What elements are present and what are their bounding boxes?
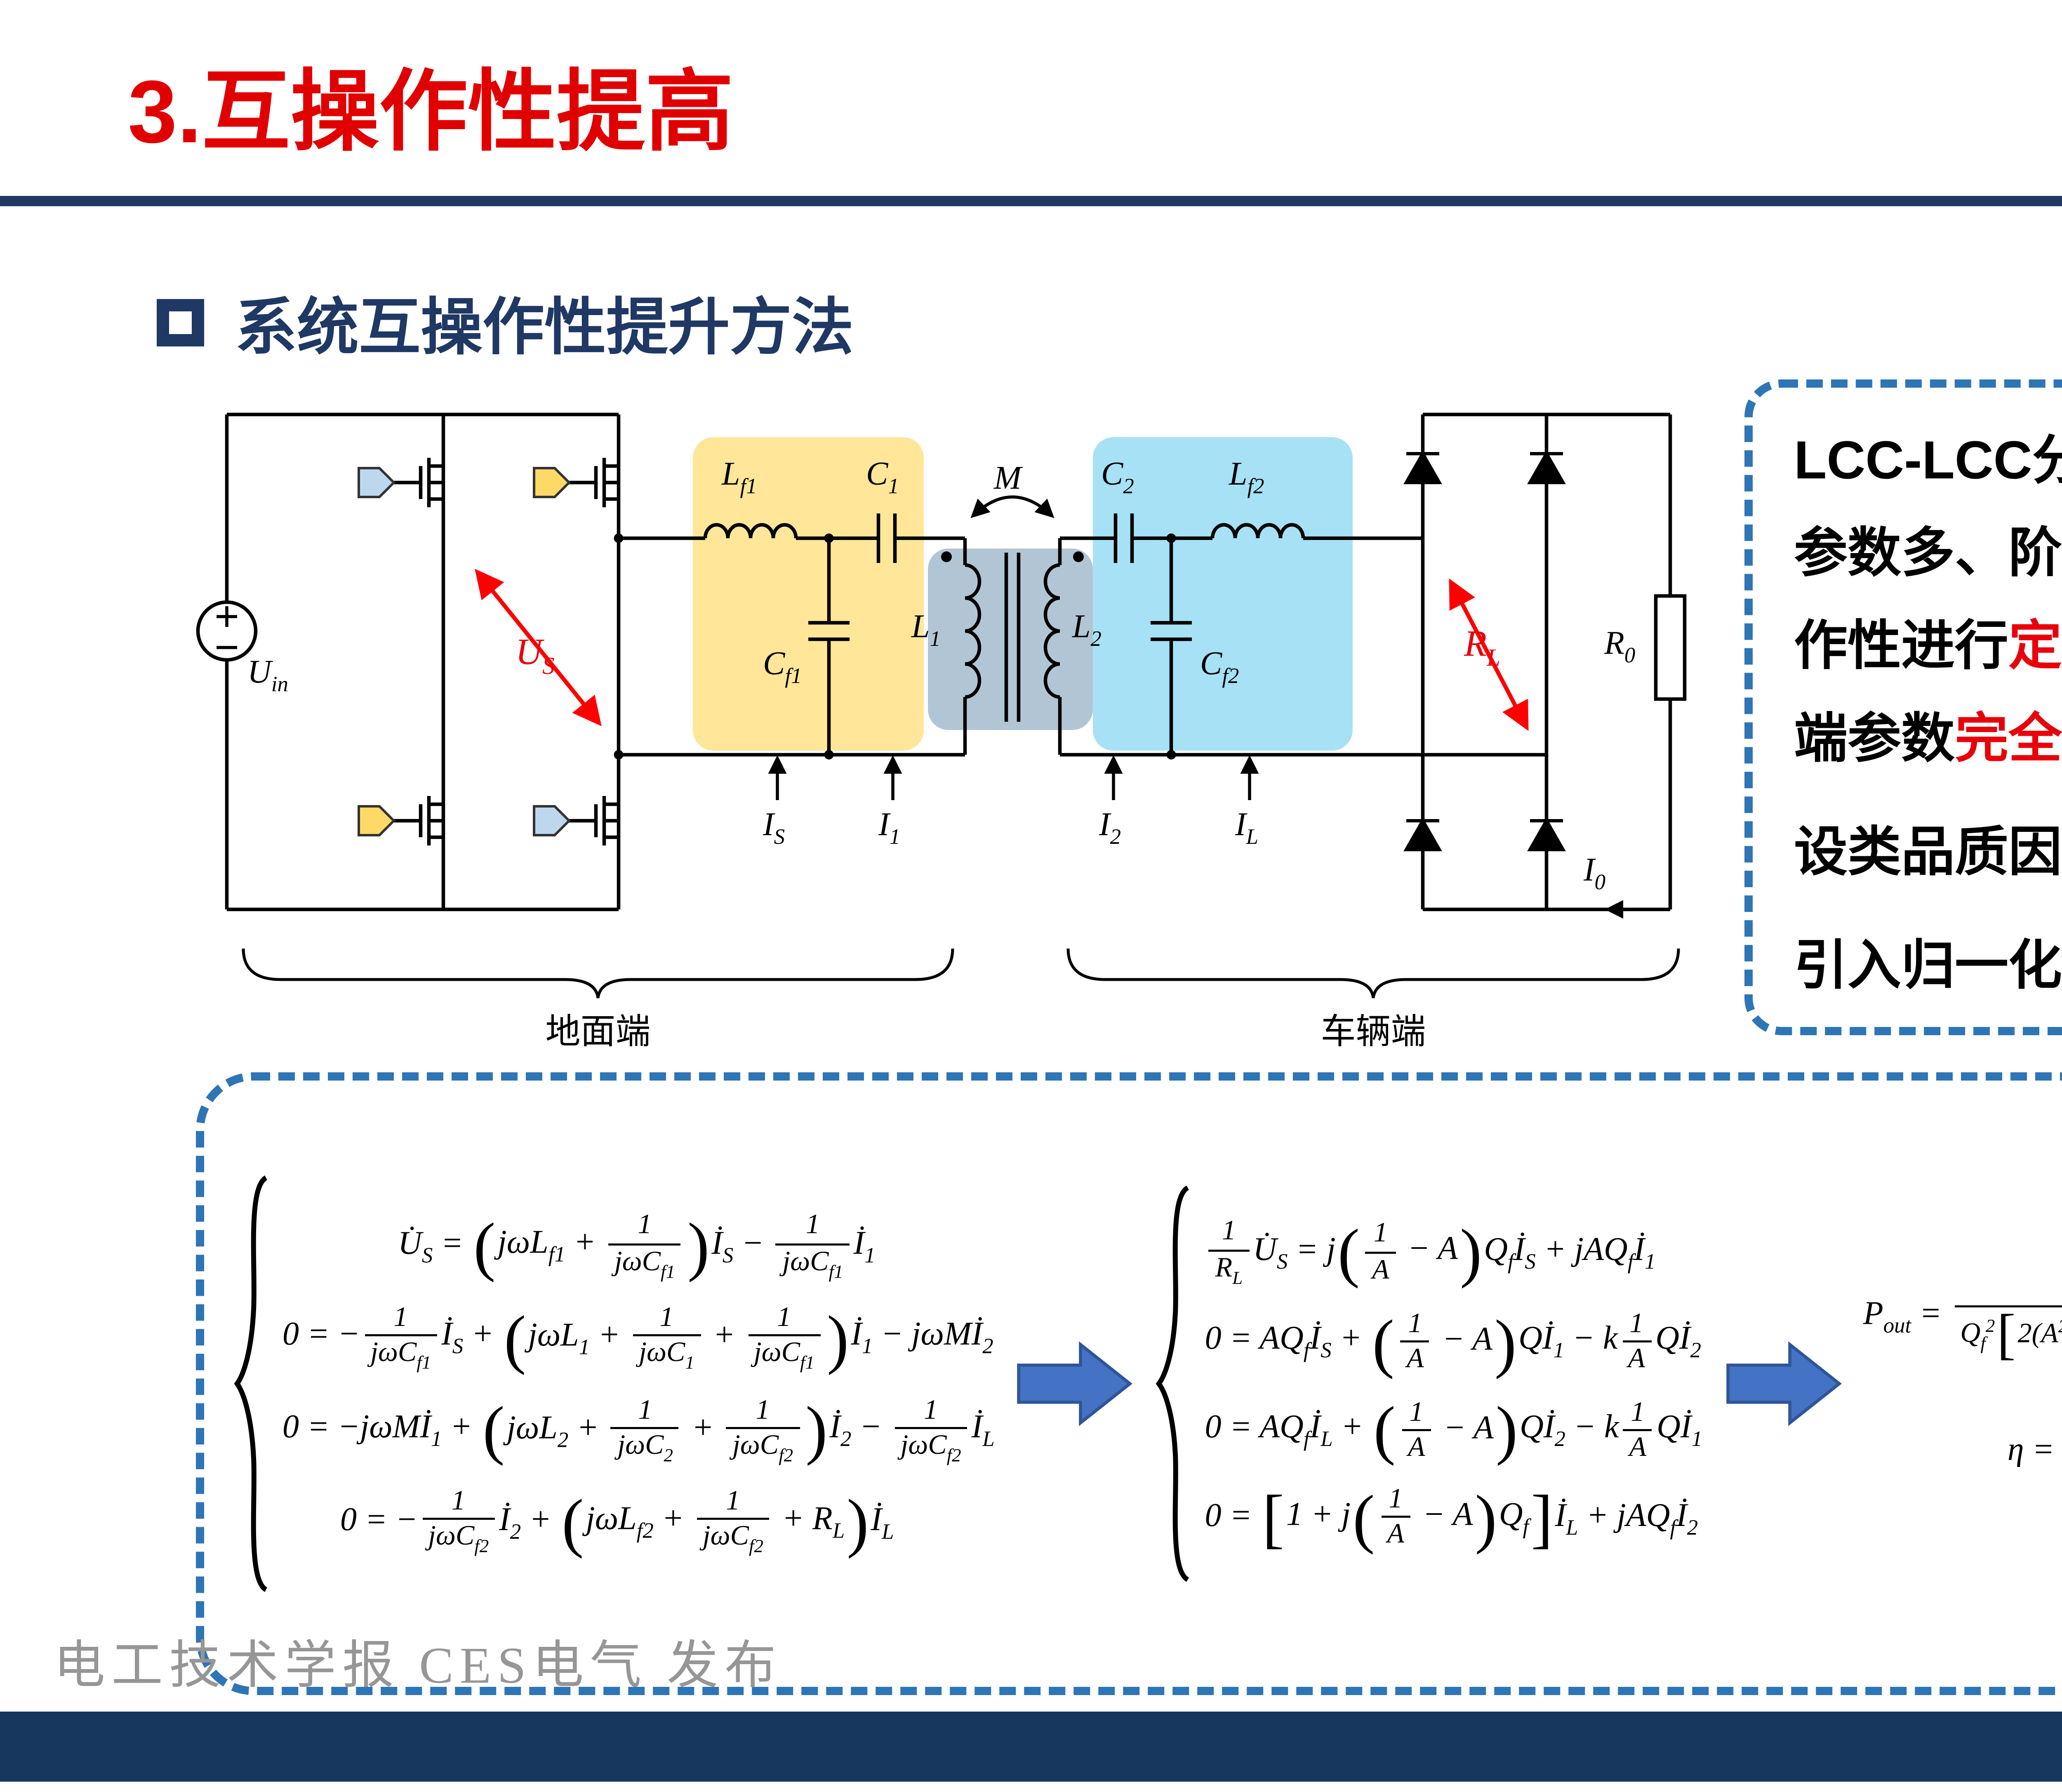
equation-column-3: Pout = k2Qf2[2(A2−1)2/A − A3Qf/Q]2US2RL η…	[1863, 1270, 2062, 1498]
label-i0: I0	[1584, 854, 1606, 896]
label-i2: I2	[1099, 808, 1121, 850]
square-bullet-icon	[157, 298, 204, 346]
equation: η = 1√1 + A6(A2−1)2Qf4/(k4Q2)	[2007, 1434, 2062, 1469]
label-l1: L1	[911, 610, 941, 652]
label-c1: C1	[866, 458, 899, 500]
lcc-lcc-circuit-svg	[196, 412, 1687, 998]
transform-arrow-icon	[1725, 1341, 1841, 1426]
analysis-box: LCC-LCC分析难点: 参数多、阶数高、支路复杂。因此对系统的互操作性进行定性…	[1744, 379, 2062, 1035]
transform-arrow-icon	[1017, 1341, 1133, 1426]
page-title: 3.互操作性提高	[128, 64, 734, 163]
rl-load-arrow	[1449, 578, 1529, 731]
left-brace-icon	[234, 1175, 268, 1592]
analysis-box-body: 参数多、阶数高、支路复杂。因此对系统的互操作性进行定性分析。将模型简化为车辆端与…	[1794, 507, 2062, 1032]
voltage-source-icon	[196, 600, 258, 662]
source-polarity-marks	[217, 606, 237, 649]
label-vehicle-side: 车辆端	[1321, 1013, 1426, 1052]
mutual-inductance-arrow	[970, 495, 1055, 518]
section-heading: 系统互操作性提升方法	[157, 276, 854, 367]
label-l2: L2	[1072, 610, 1102, 652]
circuit-wires	[217, 412, 1672, 911]
analysis-box-title: LCC-LCC分析难点:	[1794, 429, 2062, 491]
label-cf1: Cf1	[763, 648, 802, 690]
label-il: IL	[1235, 808, 1259, 850]
left-brace-icon	[1156, 1185, 1190, 1582]
equation: Pout = k2Qf2[2(A2−1)2/A − A3Qf/Q]2US2RL	[1863, 1270, 2062, 1363]
gate-driver-arrows	[358, 467, 571, 836]
label-uin: Uin	[247, 656, 288, 698]
label-us: US	[516, 631, 555, 680]
header-divider	[0, 196, 2062, 206]
section-heading-text: 系统互操作性提升方法	[235, 295, 854, 363]
label-m: M	[994, 462, 1022, 497]
equation-system-results: Pout = k2Qf2[2(A2−1)2/A − A3Qf/Q]2US2RL η…	[1863, 1270, 2062, 1498]
label-cf2: Cf2	[1200, 648, 1239, 690]
footer-bar: 搜狐号@电气技术	[0, 1712, 2062, 1782]
side-braces	[242, 948, 1680, 998]
watermark: 电工技术学报 CES电气 发布	[54, 1639, 782, 1695]
analysis-text-line: 参数多、阶数高、支路复杂。因此对系统的互操	[1794, 522, 2062, 584]
transformer-highlight	[928, 549, 1093, 730]
label-rl: RL	[1464, 623, 1501, 672]
primary-compensation-highlight	[693, 437, 924, 751]
load-resistor-icon	[1654, 594, 1687, 701]
label-ground-side: 地面端	[545, 1013, 651, 1052]
label-lf2: Lf2	[1229, 458, 1264, 500]
label-is: IS	[763, 808, 785, 850]
analysis-text-line: 设类品质因数： Q1,2、Qf1,2	[1794, 820, 2062, 883]
analysis-text-line: 引入归一化角频率： 1/A=ω/ω0	[1794, 933, 2062, 996]
circuit-diagram: Uin US Lf1 C1 Cf1 M L1 L2 C2 Lf2 Cf2 RL …	[186, 384, 1728, 1072]
secondary-compensation-highlight	[1093, 437, 1353, 751]
junction-dots	[614, 533, 1176, 760]
label-r0: R0	[1604, 627, 1636, 669]
us-voltage-arrow	[475, 569, 602, 726]
label-lf1: Lf1	[722, 458, 757, 500]
label-c2: C2	[1101, 458, 1134, 500]
rectifier-diodes	[1403, 450, 1566, 851]
analysis-text-line: 端参数完全对称的情况。令： Q1,2=Q，Qf1,2=Qf	[1794, 707, 2062, 769]
current-arrows	[768, 755, 1641, 919]
analysis-text-line: 作性进行定性分析。将模型简化为车辆端与地面	[1794, 615, 2062, 676]
label-i1: I1	[878, 808, 901, 850]
